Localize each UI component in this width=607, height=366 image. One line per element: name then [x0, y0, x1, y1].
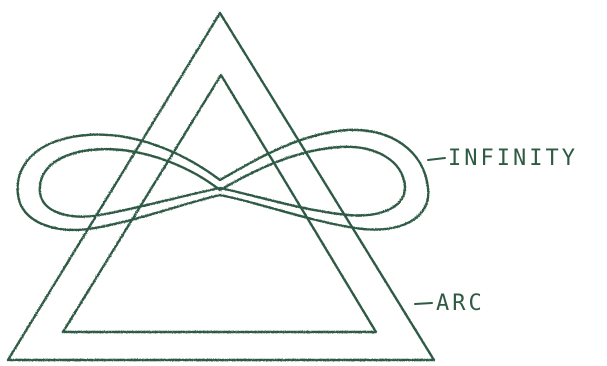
arc-label: ARC — [436, 293, 485, 315]
outer-triangle — [8, 13, 434, 360]
infinity-leader-line — [428, 158, 445, 160]
arc-leader-line — [415, 303, 432, 304]
infinity-label: INFINITY — [448, 148, 578, 170]
inner-triangle — [63, 75, 376, 332]
infinity-band-inner — [40, 147, 405, 217]
